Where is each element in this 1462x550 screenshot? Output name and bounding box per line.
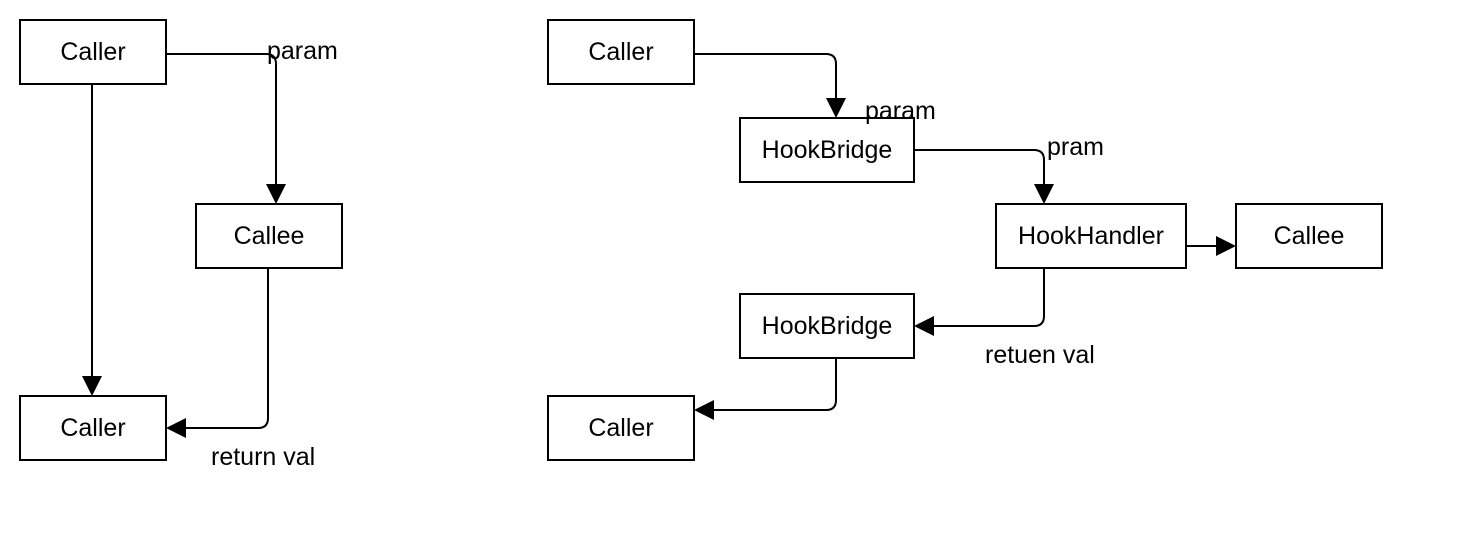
node-label: Caller (60, 37, 126, 66)
arrowhead (826, 98, 846, 118)
node-label: HookHandler (1018, 221, 1164, 250)
node-label: Caller (588, 37, 654, 66)
arrowhead (914, 316, 934, 336)
node-hookbridge-bottom[interactable]: HookBridge (739, 293, 915, 359)
edge-caller-to-callee (166, 53, 286, 204)
edge-hookbridge-to-hookhandler (914, 149, 1054, 204)
node-caller-top-right[interactable]: Caller (547, 19, 695, 85)
node-label: Callee (233, 221, 305, 250)
edge-callee-to-caller-return (166, 268, 269, 438)
node-hookhandler[interactable]: HookHandler (995, 203, 1187, 269)
arrowhead (166, 418, 186, 438)
edge-label-return-left: return val (211, 443, 316, 471)
node-hookbridge-top[interactable]: HookBridge (739, 117, 915, 183)
arrowhead (266, 184, 286, 204)
node-label: Caller (60, 413, 126, 442)
edge-label-pram: pram (1047, 133, 1104, 161)
node-caller-top-left[interactable]: Caller (19, 19, 167, 85)
edge-hookhandler-to-hookbridge-return (914, 268, 1045, 336)
node-caller-bottom-right[interactable]: Caller (547, 395, 695, 461)
node-caller-bottom-left[interactable]: Caller (19, 395, 167, 461)
node-label: Callee (1273, 221, 1345, 250)
edge-label-param-right: param (865, 97, 936, 125)
arrowhead (694, 400, 714, 420)
edge-label-retuen-val: retuen val (985, 341, 1095, 369)
node-label: HookBridge (761, 311, 893, 340)
node-callee-right[interactable]: Callee (1235, 203, 1383, 269)
edge-caller-to-hookbridge (694, 53, 846, 118)
edge-hookhandler-to-callee (1186, 236, 1236, 256)
edge-label-param-left: param (267, 37, 338, 65)
node-callee-left[interactable]: Callee (195, 203, 343, 269)
node-label: HookBridge (761, 135, 893, 164)
arrowhead (1034, 184, 1054, 204)
node-label: Caller (588, 413, 654, 442)
arrowhead (82, 376, 102, 396)
edge-caller-to-caller (82, 84, 102, 396)
edge-hookbridge-to-caller-return (694, 358, 837, 420)
arrowhead (1216, 236, 1236, 256)
